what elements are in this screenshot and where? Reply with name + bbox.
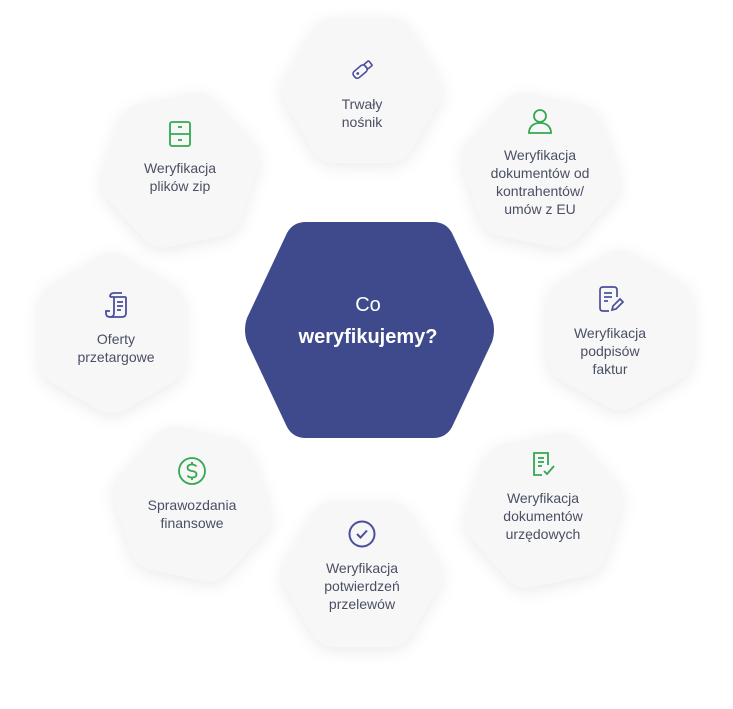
tile-dokumenty-kontrahentow: [462, 92, 620, 248]
tile-pliki-zip: [101, 92, 259, 248]
node-label: Weryfikacja podpisów faktur: [573, 325, 647, 377]
node-label: Oferty przetargowe: [77, 331, 155, 365]
tile-dokumenty-urzedowe: [465, 432, 623, 588]
node-dokumenty-kontrahentow: Weryfikacja dokumentów od kontrahentów/ …: [474, 106, 606, 218]
dollar-circle-icon: [178, 457, 206, 485]
center-title-line1: Co: [355, 294, 381, 316]
node-dokumenty-urzedowe: Weryfikacja dokumentów urzędowych: [478, 449, 608, 543]
node-label: Weryfikacja plików zip: [143, 160, 217, 194]
user-icon: [528, 109, 552, 134]
center-title: Co weryfikujemy?: [240, 291, 496, 351]
center-title-line2: weryfikujemy?: [298, 326, 438, 348]
usb-drive-icon: [352, 60, 373, 80]
document-list-icon: [105, 292, 127, 318]
check-circle-icon: [348, 520, 376, 548]
document-pen-icon: [599, 286, 625, 312]
tile-oferty-przetargowe: [39, 253, 185, 413]
tile-potwierdzenia-przelewow: [282, 501, 442, 647]
node-oferty-przetargowe: Oferty przetargowe: [56, 290, 176, 366]
tile-trwaly-nosnik: [282, 17, 442, 163]
tile-podpisy-faktur: [547, 250, 693, 410]
center-hexagon: [245, 222, 494, 438]
zip-file-icon: [169, 121, 191, 147]
node-label: Weryfikacja potwierdzeń przelewów: [324, 560, 400, 612]
node-label: Trwały nośnik: [341, 96, 383, 130]
node-sprawozdania-finansowe: Sprawozdania finansowe: [128, 456, 256, 532]
node-label: Weryfikacja dokumentów od kontrahentów/ …: [490, 147, 590, 217]
node-label: Sprawozdania finansowe: [147, 497, 237, 531]
node-pliki-zip: Weryfikacja plików zip: [118, 119, 242, 195]
tile-sprawozdania-finansowe: [113, 426, 271, 582]
node-potwierdzenia-przelewow: Weryfikacja potwierdzeń przelewów: [300, 519, 424, 613]
document-check-icon: [533, 452, 555, 476]
node-trwaly-nosnik: Trwały nośnik: [300, 55, 424, 131]
node-podpisy-faktur: Weryfikacja podpisów faktur: [550, 284, 670, 378]
node-label: Weryfikacja dokumentów urzędowych: [503, 490, 583, 542]
